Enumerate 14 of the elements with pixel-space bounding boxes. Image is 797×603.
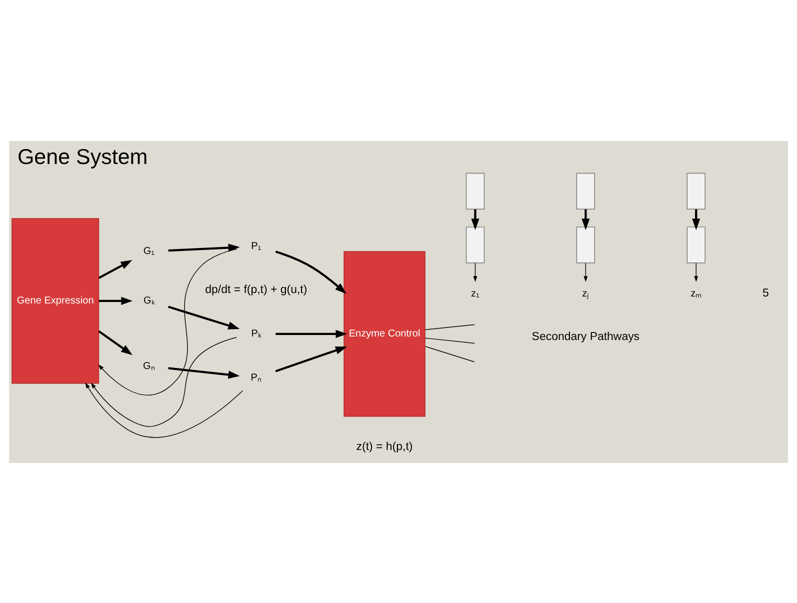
label: Secondary Pathways <box>532 330 640 343</box>
diagram-title: Gene System <box>17 144 148 168</box>
node-text: Gₙ <box>143 360 155 372</box>
node-text: Pₖ <box>251 328 261 340</box>
node-text: zₘ <box>690 288 702 299</box>
node-text: G₁ <box>143 246 155 257</box>
label: 5 <box>762 286 769 299</box>
node-text: Gₖ <box>144 295 154 306</box>
node-text: z₁ <box>471 288 480 299</box>
node-text: P₁ <box>251 240 262 252</box>
label: dp/dt = f(p,t) + g(u,t) <box>205 283 308 296</box>
node-text: Pₙ <box>250 372 262 383</box>
label: z(t) = h(p,t) <box>356 440 413 452</box>
node-text: zⱼ <box>582 288 590 299</box>
